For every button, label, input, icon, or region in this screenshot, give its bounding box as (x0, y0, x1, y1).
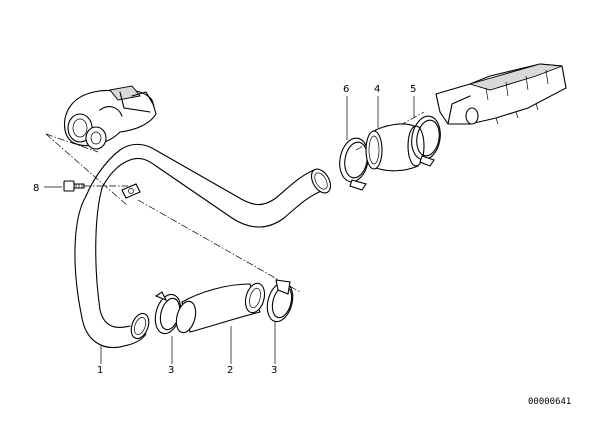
callout-leaders (44, 96, 415, 364)
callout-3-left: 3 (168, 365, 174, 376)
diagram-code: 00000641 (528, 397, 571, 407)
hose-clamp-lower-right (266, 279, 294, 323)
callout-8: 8 (33, 183, 39, 194)
callout-5: 5 (410, 84, 416, 95)
turbocharger (63, 85, 157, 150)
bolt-part-8 (63, 180, 85, 192)
hose-clamp-upper-part-6 (339, 137, 369, 191)
intake-manifold (435, 63, 567, 125)
rubber-sleeve-part-4 (365, 123, 425, 172)
pipe-bracket (121, 183, 141, 199)
callout-6: 6 (343, 84, 349, 95)
intake-pipe-part-1 (74, 143, 332, 348)
hose-clamp-upper-part-5 (411, 115, 441, 167)
connecting-hose-part-2 (175, 282, 266, 334)
callout-4: 4 (374, 84, 380, 95)
callout-2: 2 (227, 365, 233, 376)
callout-3-right: 3 (271, 365, 277, 376)
callout-1: 1 (97, 365, 103, 376)
